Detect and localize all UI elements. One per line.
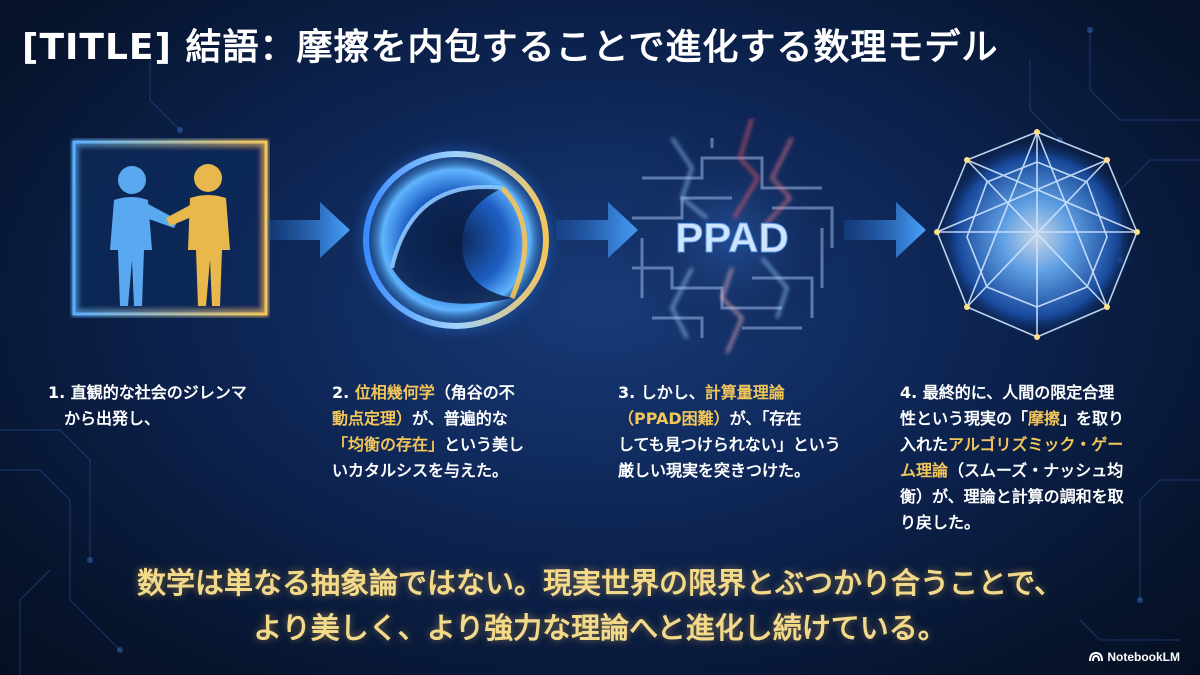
highlight-text: 「均衡の存在」: [332, 435, 445, 454]
highlight-text: アルゴリズミック・ゲー: [948, 435, 1124, 454]
conclusion-line-1: 数学は単なる抽象論ではない。現実世界の限界とぶつかり合うことで、: [137, 566, 1063, 600]
caption-text: いカタルシスを与えた。: [332, 461, 509, 480]
caption-line: 性という現実の「摩擦」を取り: [900, 406, 1124, 432]
caption-line: しても見つけられない」という: [618, 432, 841, 458]
arrow-right-icon: [844, 202, 926, 258]
caption-text: が、「存在: [729, 409, 802, 428]
caption-line: いカタルシスを与えた。: [332, 458, 524, 484]
step-4-caption: 4. 最終的に、人間の限定合理性という現実の「摩擦」を取り入れたアルゴリズミック…: [900, 380, 1124, 536]
caption-text: という美し: [444, 435, 525, 454]
caption-line: 動点定理）が、普遍的な: [332, 406, 524, 432]
caption-text: から出発し、: [48, 409, 161, 428]
caption-text: 4. 最終的に、人間の限定合理: [900, 383, 1115, 402]
page-title: [TITLE] 結語：摩擦を内包することで進化する数理モデル: [22, 27, 999, 68]
highlight-text: 位相幾何学: [354, 383, 435, 402]
caption-line: ム理論（スムーズ・ナッシュ均: [900, 458, 1124, 484]
caption-line: 衡）が、理論と計算の調和を取: [900, 484, 1124, 510]
notebooklm-badge: NotebookLM: [1089, 650, 1180, 664]
ppad-label: PPAD: [675, 214, 789, 261]
ppad-maze-icon: PPAD: [622, 118, 842, 354]
arrow-right-icon: [268, 202, 350, 258]
caption-text: 性という現実の「: [900, 409, 1029, 428]
step-2-caption: 2. 位相幾何学（角谷の不動点定理）が、普遍的な「均衡の存在」という美しいカタル…: [332, 380, 524, 484]
geodesic-sphere-icon: [934, 129, 1140, 340]
caption-line: 3. しかし、計算量理論: [618, 380, 841, 406]
caption-line: 「均衡の存在」という美し: [332, 432, 524, 458]
highlight-text: 計算量理論: [704, 383, 785, 402]
arrow-right-icon: [556, 202, 638, 258]
caption-text: （スムーズ・ナッシュ均: [948, 461, 1124, 480]
caption-line: から出発し、: [48, 406, 247, 432]
caption-line: 入れたアルゴリズミック・ゲー: [900, 432, 1124, 458]
caption-text: 1. 直観的な社会のジレンマ: [48, 383, 247, 402]
highlight-text: 動点定理）: [332, 409, 413, 428]
caption-text: 2.: [332, 383, 355, 402]
highlight-text: （PPAD困難）: [618, 409, 730, 428]
caption-line: （PPAD困難）が、「存在: [618, 406, 841, 432]
caption-line: 2. 位相幾何学（角谷の不: [332, 380, 524, 406]
topology-ring-icon: [360, 148, 552, 332]
highlight-text: ム理論: [900, 461, 949, 480]
social-dilemma-figures-icon: [71, 139, 269, 317]
caption-text: 衡）が、理論と計算の調和を取: [900, 487, 1124, 506]
caption-text: 3. しかし、: [618, 383, 705, 402]
highlight-text: 摩擦: [1028, 409, 1061, 428]
caption-line: 4. 最終的に、人間の限定合理: [900, 380, 1124, 406]
caption-line: 厳しい現実を突きつけた。: [618, 458, 841, 484]
brand-label: NotebookLM: [1107, 650, 1180, 664]
caption-text: り戻した。: [900, 513, 981, 532]
caption-line: 1. 直観的な社会のジレンマ: [48, 380, 247, 406]
step-3-caption: 3. しかし、計算量理論（PPAD困難）が、「存在しても見つけられない」という厳…: [618, 380, 841, 484]
caption-text: 」を取り: [1060, 409, 1125, 428]
step-1-caption: 1. 直観的な社会のジレンマ から出発し、: [48, 380, 247, 432]
conclusion-line-2: より美しく、より強力な理論へと進化し続けている。: [253, 611, 947, 645]
notebooklm-logo-icon: [1089, 652, 1104, 662]
caption-text: （角谷の不: [434, 383, 515, 402]
caption-text: 入れた: [900, 435, 949, 454]
caption-text: 厳しい現実を突きつけた。: [618, 461, 811, 480]
caption-line: り戻した。: [900, 510, 1124, 536]
caption-text: しても見つけられない」という: [618, 435, 841, 454]
caption-text: が、普遍的な: [412, 409, 508, 428]
